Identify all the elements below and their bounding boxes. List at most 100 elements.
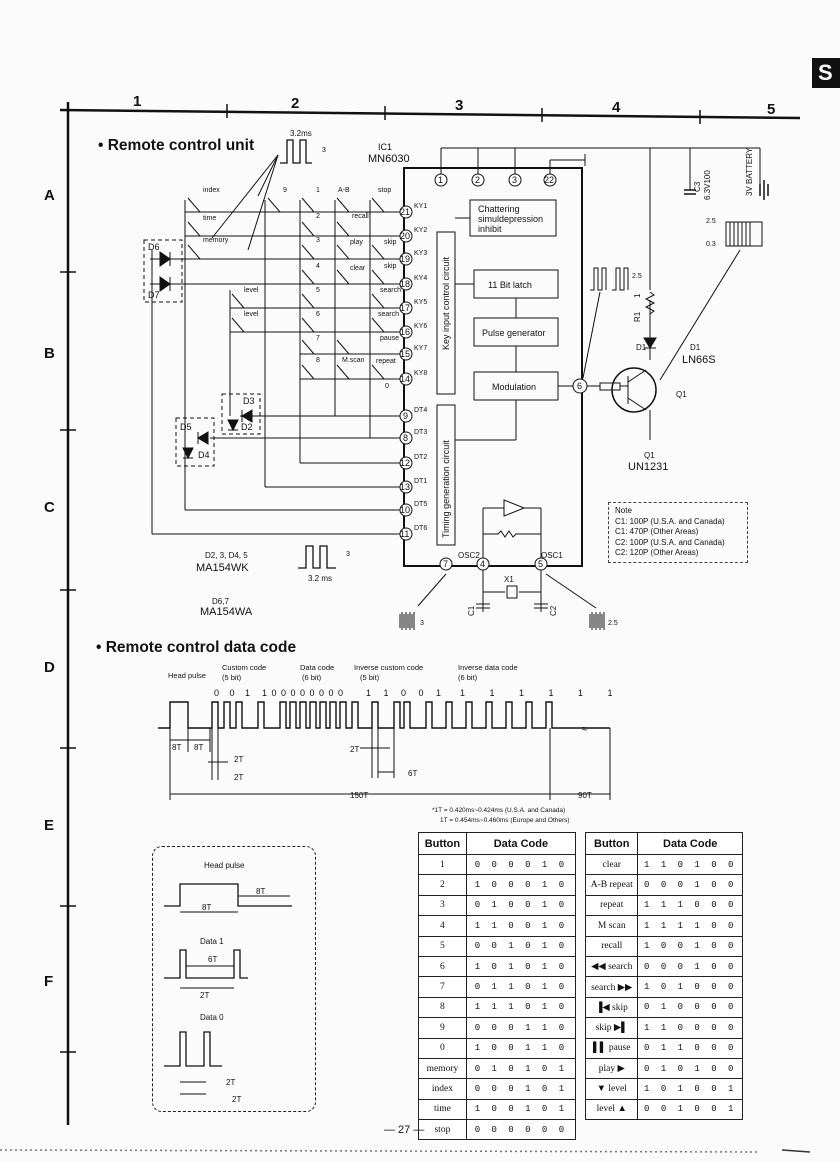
svg-text:DT2: DT2 [414,454,427,461]
data-code-waveform [158,701,610,729]
pin6-label: 6 [577,381,582,391]
row-label: D [44,659,55,676]
d1-ref2: D1 [690,343,701,352]
svg-text:0 0 1: 0 0 1 [214,688,254,698]
svg-text:KY1: KY1 [414,203,427,210]
osc1-level: 2.5 [608,620,618,627]
svg-text:2T: 2T [350,745,359,754]
table-row: play ▶0 1 0 1 0 0 [584,1057,743,1080]
timing-block [436,404,456,546]
svg-text:8T: 8T [194,743,203,752]
svg-text:stop: stop [378,187,391,194]
svg-text:8T: 8T [202,903,211,912]
col-header-button: Button [418,832,467,855]
ic-name: MN6030 [368,153,410,165]
dim-lines [169,728,611,800]
svg-text:9: 9 [283,187,287,194]
c3-symbol [684,189,696,195]
row-ticks [60,271,76,1053]
c1-label: C1 [467,605,476,616]
svg-text:DT4: DT4 [414,407,427,414]
svg-text:14: 14 [400,374,410,384]
x1-label: X1 [504,575,514,584]
svg-text:recall: recall [352,213,369,220]
svg-text:9: 9 [403,411,408,421]
bit-values: 0 0 1 1 0 0 0 0 0 0 0 0 1 1 0 0 1 1 1 1 … [214,688,624,698]
wave-legend: Head pulse 8T 8T Data 1 6T 2T Data 0 2T … [164,861,292,1104]
col-label: 1 [133,93,141,110]
svg-text:1 1 0 0 1: 1 1 0 0 1 [366,688,446,698]
key-input-block [436,231,456,395]
note-line: C2: 100P (U.S.A. and Canada) [615,537,725,547]
osc-inverter [503,499,526,517]
svg-text:8T: 8T [256,887,265,896]
svg-text:DT5: DT5 [414,501,427,508]
d4-label: D4 [198,450,210,460]
svg-text:DT6: DT6 [414,525,427,532]
d67-box [143,239,183,303]
section-title-data-code: • Remote control data code [96,639,297,656]
svg-text:(6 bit): (6 bit) [302,673,322,682]
svg-text:6T: 6T [408,769,417,778]
svg-text:4: 4 [316,263,320,270]
d4-icon [182,447,194,460]
svg-text:2: 2 [316,213,320,220]
ic-ref: IC1 [378,142,392,152]
table-row: search ▶▶1 0 1 0 0 0 [584,976,743,998]
svg-text:KY6: KY6 [414,323,427,330]
col-label: 3 [455,97,463,114]
section-title-remote-unit: • Remote control unit [98,137,255,154]
top-pins: 1 2 3 22 [434,173,557,187]
svg-text:skip: skip [384,239,397,246]
svg-text:20: 20 [400,231,410,241]
modulation-label: Modulation [492,382,536,392]
svg-text:7: 7 [316,335,320,342]
timing-note-1: *1T = 0.420ms~0.424ms (U.S.A. and Canada… [432,807,565,814]
svg-text:Head pulse: Head pulse [204,861,245,870]
svg-text:Head pulse: Head pulse [168,671,206,680]
svg-text:6T: 6T [208,955,217,964]
level25-label: 2.5 [632,273,642,280]
carrier-pointer [659,249,741,381]
level3-label: 3 [346,551,350,558]
key-input-label: Key input control circuit [441,256,451,350]
bullet-icon: • [96,639,106,656]
table-row: level ▲0 0 1 0 0 1 [584,1098,743,1121]
d23-box [221,393,261,435]
svg-text:1 0 0 0 0 0 0 0 0: 1 0 0 0 0 0 0 0 0 [262,688,344,698]
svg-text:1 1 1 1 1 1: 1 1 1 1 1 1 [460,688,624,698]
timing-label: Timing generation circuit [441,440,451,538]
svg-text:skip: skip [384,263,397,270]
scan-noise [0,1149,761,1153]
svg-text:21: 21 [400,207,410,217]
ky-lines [150,211,400,380]
svg-text:clear: clear [350,265,366,272]
svg-text:2T: 2T [200,991,209,1000]
svg-text:2: 2 [475,175,480,185]
svg-text:pause: pause [380,335,399,342]
svg-text:memory: memory [203,237,229,244]
d5-label: D5 [180,422,192,432]
svg-text:5: 5 [316,287,320,294]
row-label: B [44,345,55,362]
c3-value: 6.3V100 [703,170,712,200]
pulse-wave-bottom [298,545,336,569]
bullet-icon: • [98,137,108,154]
row-label: C [44,499,55,516]
col-label: 2 [291,95,299,112]
row-label: A [44,187,55,204]
svg-text:time: time [203,215,216,222]
